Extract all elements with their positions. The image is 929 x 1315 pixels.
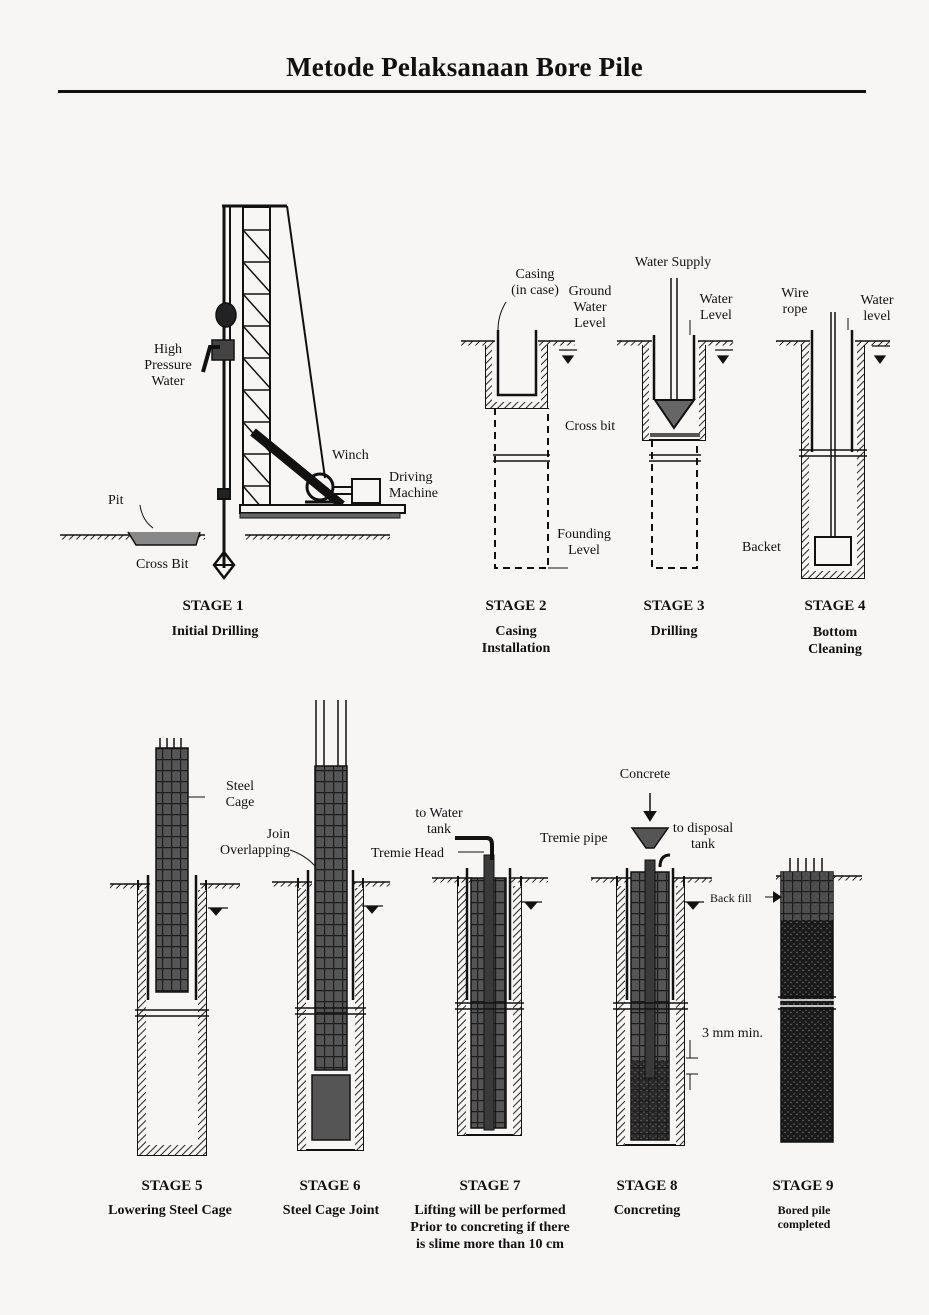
label-pit: Pit [108,493,124,508]
stage-5-caption: Lowering Steel Cage [108,1203,232,1218]
label-winch: Winch [332,448,369,463]
stage4-bottom-cleaning [776,312,890,579]
stage7-tremie-head [432,836,548,1136]
stage-1-heading: STAGE 1 [182,598,244,614]
stage8-concreting [591,793,712,1146]
label-concrete: Concrete [619,767,671,782]
label-back-fill: Back fill [710,891,752,905]
stage3-drilling [617,278,733,569]
stage5-lowering-cage [110,738,240,1156]
stage-3-caption: Drilling [650,624,698,639]
stage1-drilling-rig [60,204,406,581]
label-tremie-pipe: Tremie pipe [540,831,608,846]
stage-1-caption: Initial Drilling [171,624,259,639]
page-title: Metode Pelaksanaan Bore Pile [286,52,643,82]
stage-9-heading: STAGE 9 [772,1178,834,1194]
stage-6-caption: Steel Cage Joint [282,1203,380,1218]
label-casing: Casing(in case) [511,267,559,298]
stage-5-heading: STAGE 5 [141,1178,203,1194]
stage-8-heading: STAGE 8 [616,1178,678,1194]
stage-8-caption: Concreting [613,1203,681,1218]
stage-3-heading: STAGE 3 [643,598,705,614]
label-cross-bit-stage1: Cross Bit [136,557,189,572]
label-water-supply: Water Supply [634,255,712,270]
label-cross-bit-stage3: Cross bit [565,419,616,434]
stage-2-heading: STAGE 2 [485,598,547,614]
stage9-completed-pile [765,858,862,1143]
title-underline [58,90,866,93]
label-tremie-head: Tremie Head [371,846,444,861]
stage-6-heading: STAGE 6 [299,1178,361,1194]
stage-4-heading: STAGE 4 [804,598,866,614]
stage6-cage-joint [272,700,390,1151]
stage2-casing [461,301,577,569]
label-backet: Backet [742,540,781,555]
label-3mm-min: 3 mm min. [702,1026,764,1041]
stage-7-heading: STAGE 7 [459,1178,521,1194]
